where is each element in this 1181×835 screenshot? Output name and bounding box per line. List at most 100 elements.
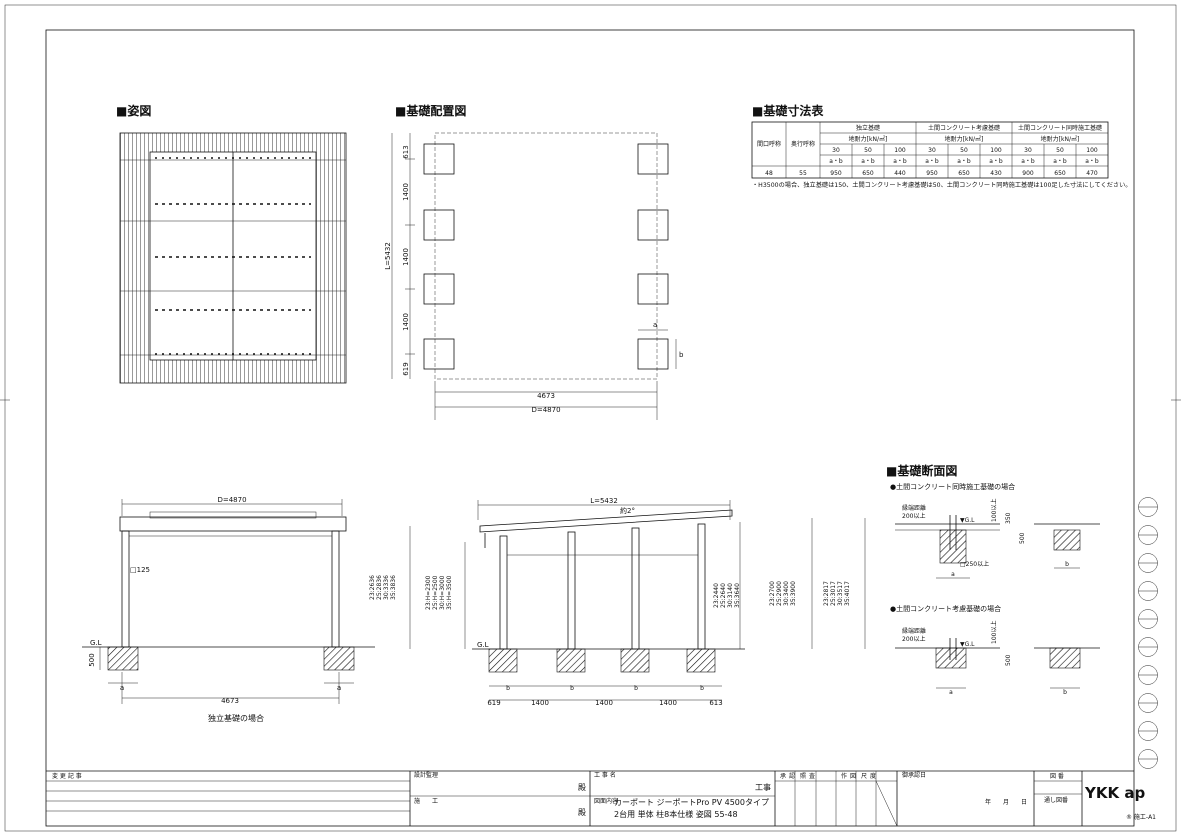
revision-circles [1138,497,1158,769]
svg-text:作: 作 [841,772,847,780]
table-level: 100 [1086,147,1098,154]
table-level: 50 [1056,147,1064,154]
tb-content-1: カーポート ジーポートPro PV 4500タイプ [614,798,769,807]
side-gl: G.L [477,641,489,649]
svg-text:470: 470 [1086,170,1098,177]
section-d500-2: 500 [1005,654,1012,666]
svg-text:1400: 1400 [659,699,677,707]
svg-text:a・b: a・b [893,158,907,165]
section-gl-2: ▼G.L [960,641,975,648]
table-strength-1: 地耐力[kN/㎡] [849,135,888,143]
svg-text:950: 950 [926,170,938,177]
svg-text:650: 650 [862,170,874,177]
table-level: 100 [894,147,906,154]
svg-text:430: 430 [990,170,1002,177]
section-d500-1: 500 [1019,532,1026,544]
svg-text:b: b [506,685,510,692]
side-height-left: 23:H=230025:H=250030:H=300035:H=3500 [425,575,453,610]
outer-frame [4,4,1177,832]
tb-sheet-code: ® 施工-A1 [1126,813,1156,821]
side-b-labels: b b b b [506,685,704,692]
svg-text:619: 619 [487,699,500,707]
table-level: 50 [864,147,872,154]
side-bottom-dims: 619 1400 1400 1400 613 [487,699,722,707]
section-a-2: a [949,689,953,696]
svg-text:b: b [634,685,638,692]
section-b-1: b [1065,561,1069,568]
table-note: ・H3500の場合、独立基礎は150、土間コンクリート考慮基礎は50、土間コンク… [752,181,1131,189]
svg-text:1400: 1400 [531,699,549,707]
layout-dim-1400-3: 1400 [402,313,410,331]
tb-serial-no: 通し図番 [1044,796,1068,804]
tb-content-2: 2台用 単体 柱8本仕様 姿図 55-48 [614,809,738,819]
table-strength-2: 地耐力[kN/㎡] [945,135,984,143]
table-level: 50 [960,147,968,154]
section-edge200-2: 200以上 [902,635,925,643]
tb-design-mgmt: 設計監理 [414,771,438,779]
svg-text:a・b: a・b [1021,158,1035,165]
svg-text:a・b: a・b [1053,158,1067,165]
svg-text:1400: 1400 [595,699,613,707]
layout-dim-619: 619 [402,362,410,375]
svg-text:b: b [570,685,574,692]
section-edge200-1: 200以上 [902,512,925,520]
section-heading: ■基礎断面図 [886,463,957,478]
front-depth500: 500 [88,653,96,666]
foundation-layout [391,132,677,420]
svg-text:照: 照 [800,773,806,780]
side-slope: 約2° [620,506,635,515]
dimension-table [751,121,1109,179]
table-col-depth: 奥行呼称 [791,140,815,148]
dimtable-heading: ■基礎寸法表 [752,103,824,118]
front-dim-top: D=4870 [217,496,246,504]
tb-work-label: 工 事 名 [594,771,616,779]
side-height-left2: 23:263625:283630:333635:3836 [369,575,397,600]
front-post-size: □125 [130,566,150,574]
title-block [46,770,1134,827]
svg-text:440: 440 [894,170,906,177]
tb-drawing-no: 図 番 [1050,773,1064,780]
layout-heading: ■基礎配置図 [395,103,466,118]
section-case1: ●土間コンクリート同時施工基礎の場合 [890,482,1015,491]
roof-plan [119,132,347,384]
svg-text:900: 900 [1022,170,1034,177]
section-d100-2: 100以上 [990,621,998,644]
section-b-2: b [1063,689,1067,696]
side-dim-top: L=5432 [590,497,618,505]
svg-text:査: 査 [809,772,815,780]
table-row-opening: 48 [765,170,773,177]
svg-text:950: 950 [830,170,842,177]
tb-dono-2: 殿 [578,808,586,817]
section-details [895,515,1100,689]
svg-text:a・b: a・b [957,158,971,165]
section-edge-1: 縁端距離 [902,504,926,512]
layout-dim-613: 613 [402,145,410,158]
section-case2: ●土間コンクリート考慮基礎の場合 [890,604,1001,613]
front-gl: G.L [90,639,102,647]
table-level: 100 [990,147,1002,154]
front-dim-bottom: 4673 [221,697,239,705]
layout-dim-bottom-inner: 4673 [537,392,555,400]
layout-dim-1400-1: 1400 [402,183,410,201]
section-a-1: a [951,571,955,578]
table-group-2: 土間コンクリート考慮基礎 [928,124,1000,132]
side-height-right2: 23:281725:301730:351735:4017 [823,581,851,606]
layout-dim-1400-2: 1400 [402,248,410,266]
svg-text:認: 認 [789,772,795,780]
tb-work-suffix: 工事 [755,782,771,792]
ykk-ap-logo: YKK ap [1084,784,1145,802]
section-gl-1: ▼G.L [960,517,975,524]
table-row-values: 950 650 440 950 650 430 900 650 470 [830,170,1098,177]
side-height-right1: 23:270025:290030:340035:3900 [769,581,797,606]
table-level: 30 [928,147,936,154]
front-a-right: a [337,684,341,692]
svg-text:a・b: a・b [829,158,843,165]
svg-text:650: 650 [1054,170,1066,177]
svg-text:尺: 尺 [861,773,867,780]
tb-content-label: 図面内容 [594,797,618,805]
svg-text:613: 613 [709,699,722,707]
tb-construction: 施 工 [414,797,438,805]
svg-text:a・b: a・b [925,158,939,165]
section-d100-1: 100以上 [990,499,998,522]
front-elevation [82,499,375,704]
